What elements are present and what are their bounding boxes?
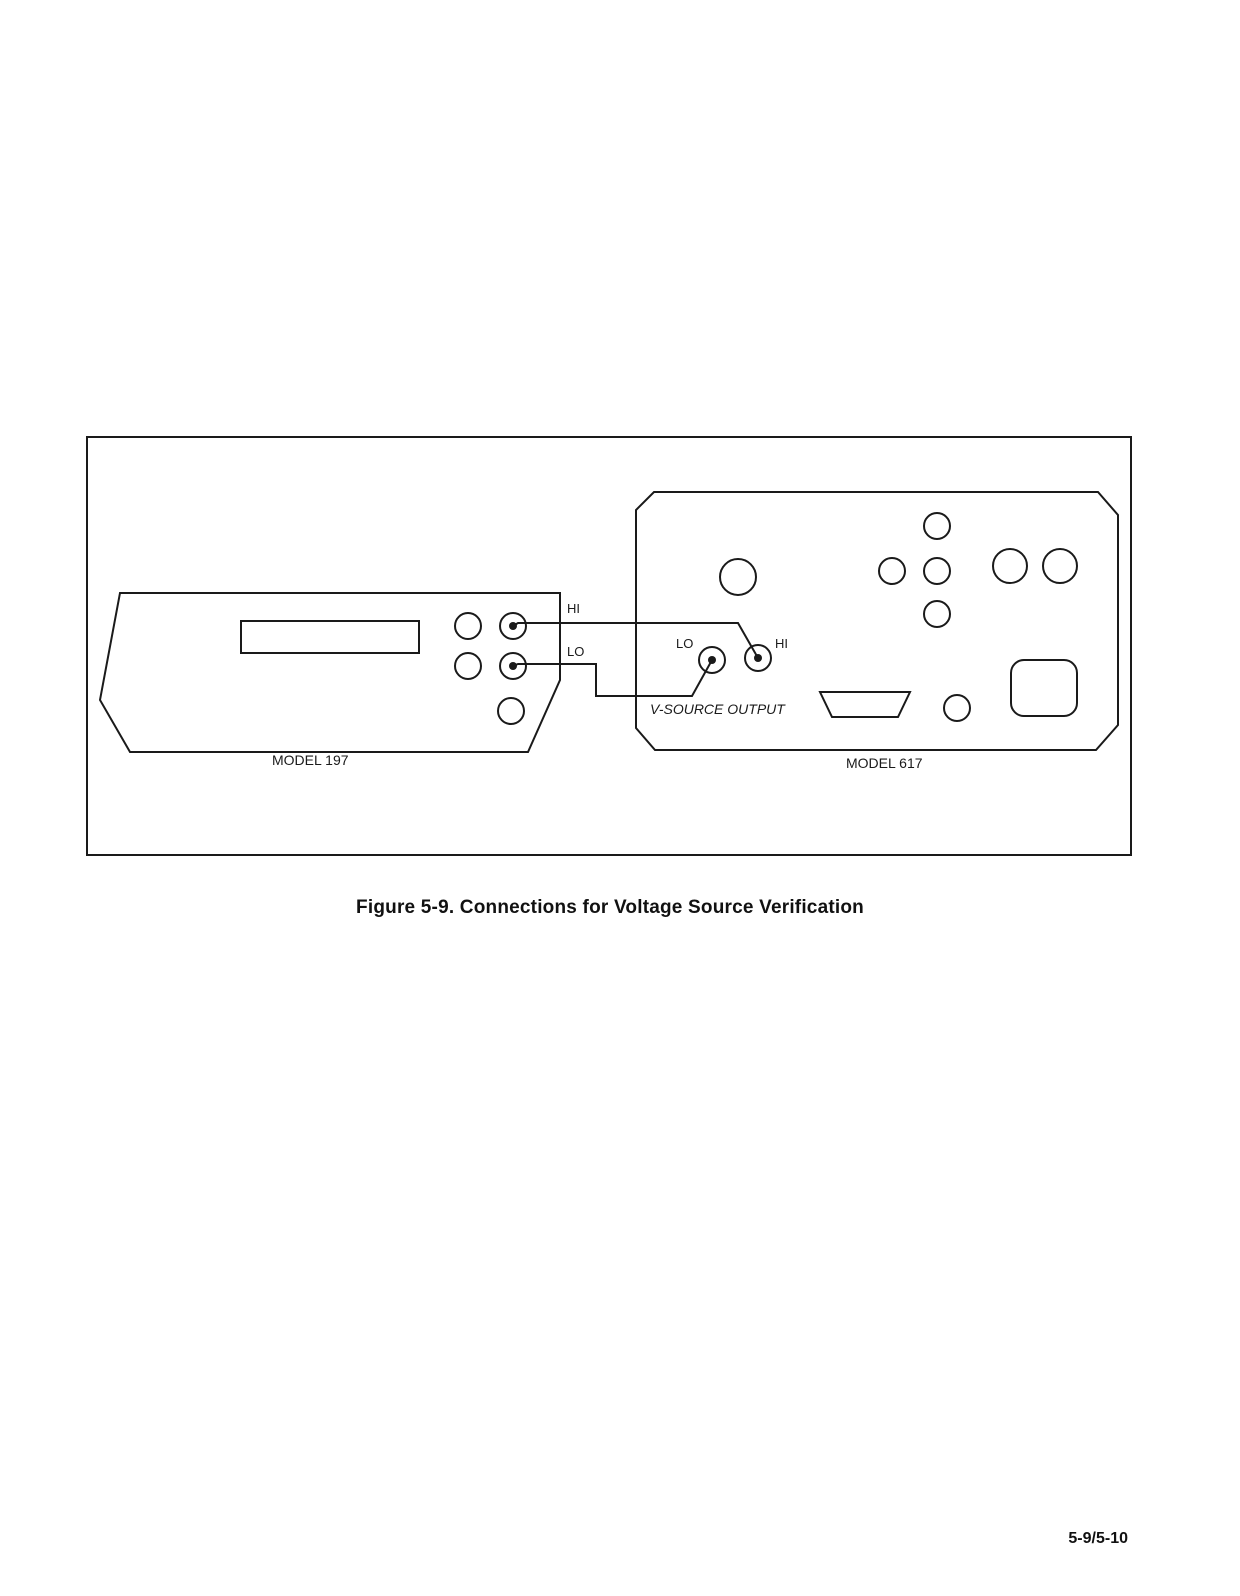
model-197-outline [100, 593, 560, 752]
model-197-hi-label: HI [567, 601, 580, 616]
model-197-panel [100, 593, 560, 752]
model-617-large-jack [720, 559, 756, 595]
model-197-label: MODEL 197 [272, 752, 349, 768]
model-617-connector [820, 692, 910, 717]
model-617-jack-bottom [924, 601, 950, 627]
lo-wire [513, 660, 712, 696]
model-617-label: MODEL 617 [846, 755, 923, 771]
model-617-jack-top [924, 513, 950, 539]
model-197-display [241, 621, 419, 653]
model-617-jack-right-1 [993, 549, 1027, 583]
model-617-hi-label: HI [775, 636, 788, 651]
model-197-lo-label: LO [567, 644, 584, 659]
model-617-jack-mid-left [879, 558, 905, 584]
page-number: 5-9/5-10 [1068, 1530, 1128, 1548]
model-617-jack-right-2 [1043, 549, 1077, 583]
model-197-jack-upper-left [455, 613, 481, 639]
model-617-jack-mid [924, 558, 950, 584]
model-617-small-jack [944, 695, 970, 721]
figure-caption: Figure 5-9. Connections for Voltage Sour… [0, 897, 1220, 919]
model-197-jack-lower-left [455, 653, 481, 679]
model-197-jack-bottom [498, 698, 524, 724]
model-617-lo-label: LO [676, 636, 693, 651]
model-617-square-socket [1011, 660, 1077, 716]
v-source-output-label: V-SOURCE OUTPUT [650, 701, 786, 717]
